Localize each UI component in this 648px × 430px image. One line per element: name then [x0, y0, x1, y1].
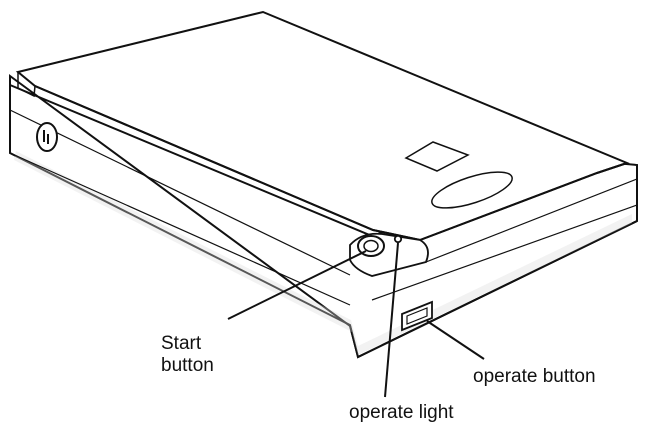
- indicator-light-icon: [393, 234, 403, 244]
- scanner-base-shadow: [14, 151, 632, 355]
- front-right-trim: [425, 178, 638, 263]
- front-trim-line-2: [9, 152, 351, 306]
- front-right-trim-2: [371, 204, 638, 301]
- operate-button-leader-line: [426, 320, 485, 360]
- scanner-lid-side-edge: [17, 72, 36, 98]
- start-button-label-line2: button: [161, 355, 214, 376]
- power-icon: [36, 122, 58, 152]
- start-button-label-line1: Start: [161, 333, 202, 354]
- lid-handle-oval: [431, 171, 513, 209]
- start-button-leader-line: [227, 250, 367, 320]
- operate-light-leader-line: [384, 242, 399, 398]
- operate-light-label: operate light: [349, 402, 454, 423]
- operate-button-slot[interactable]: [401, 300, 433, 332]
- operate-button-label: operate button: [473, 366, 596, 387]
- scanner-front-face: [9, 85, 638, 359]
- front-trim-line-1: [9, 109, 351, 276]
- lid-label-plate: [404, 141, 470, 172]
